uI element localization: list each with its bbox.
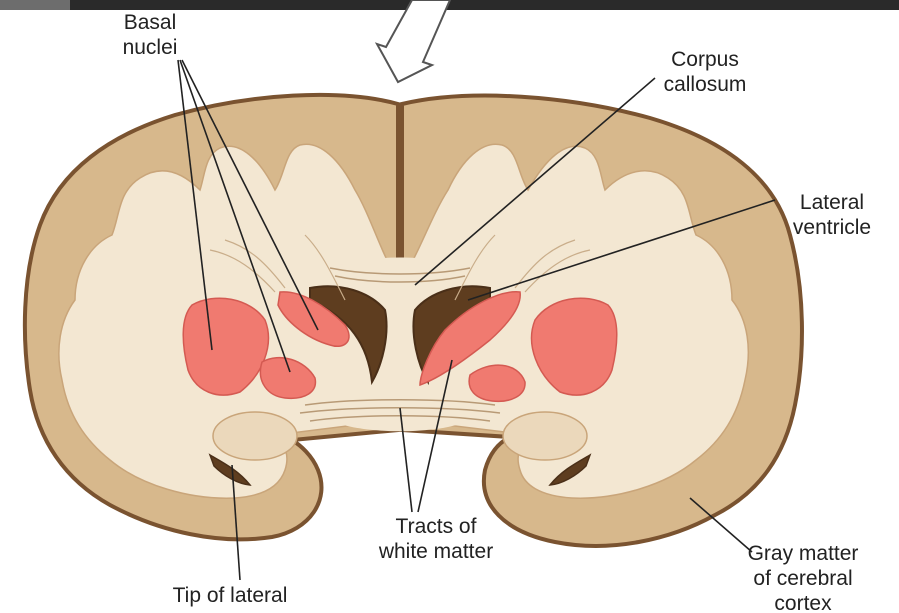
right-temporal-nucleus (503, 412, 587, 460)
label-tracts-of-white-matter: Tracts of white matter (352, 514, 520, 564)
label-tip-of-lateral: Tip of lateral (150, 583, 310, 608)
label-corpus-callosum: Corpus callosum (650, 47, 760, 97)
top-photo-strip-highlight (0, 0, 70, 10)
label-basal-nuclei: Basal nuclei (118, 10, 182, 60)
label-gray-matter: Gray matter of cerebral cortex (718, 541, 888, 613)
longitudinal-fissure (399, 104, 401, 270)
right-basal-nucleus-lower (469, 365, 525, 401)
left-temporal-nucleus (213, 412, 297, 460)
label-lateral-ventricle: Lateral ventricle (778, 190, 886, 240)
view-arrow-icon (377, 0, 450, 82)
